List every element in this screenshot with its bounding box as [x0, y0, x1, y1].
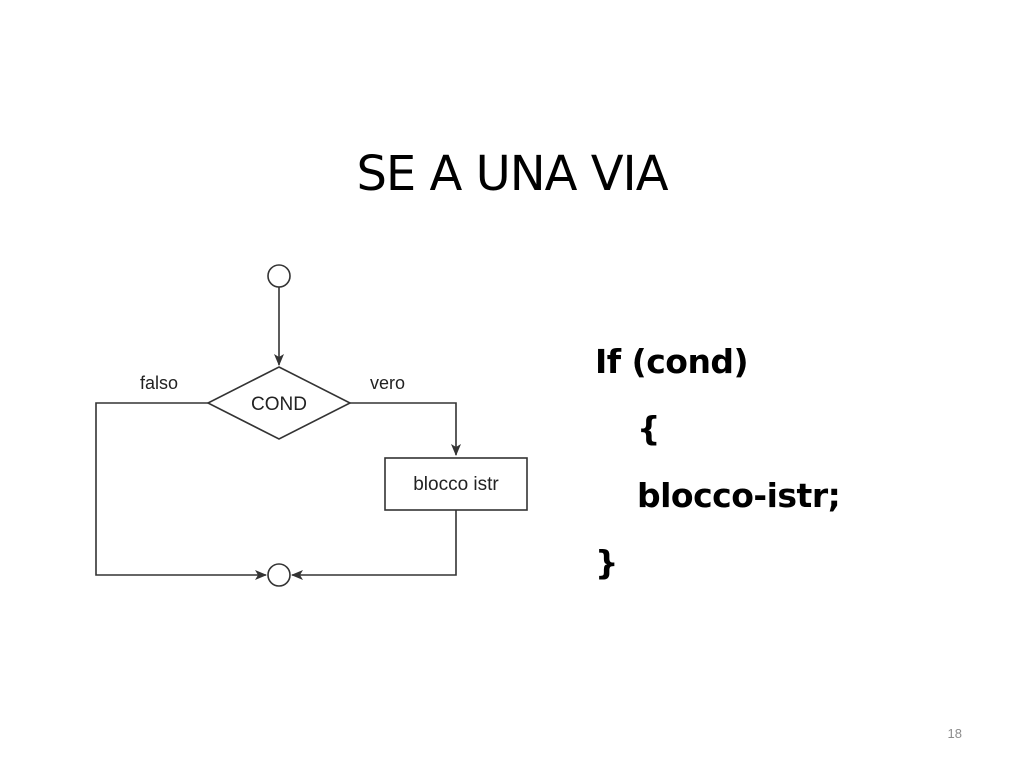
- code-block: If (cond) { blocco-istr; }: [595, 328, 841, 596]
- slide-title: SE A UNA VIA: [356, 146, 668, 202]
- block-to-merge-path: [291, 510, 457, 580]
- page-number: 18: [947, 726, 962, 741]
- false-label: falso: [140, 373, 178, 393]
- condition-label: COND: [251, 394, 307, 415]
- code-line-if: If (cond): [595, 342, 749, 381]
- code-line-close-brace: }: [595, 543, 619, 582]
- code-line-open-brace: {: [637, 409, 661, 448]
- block-label: blocco istr: [413, 474, 499, 495]
- start-node: [267, 264, 291, 288]
- merge-node: [267, 563, 291, 587]
- block-rect: [384, 457, 528, 511]
- false-branch-path: [95, 402, 267, 580]
- true-branch-path: [350, 402, 461, 456]
- code-line-statement: blocco-istr;: [637, 476, 841, 515]
- condition-diamond: [206, 366, 352, 440]
- true-label: vero: [370, 373, 405, 393]
